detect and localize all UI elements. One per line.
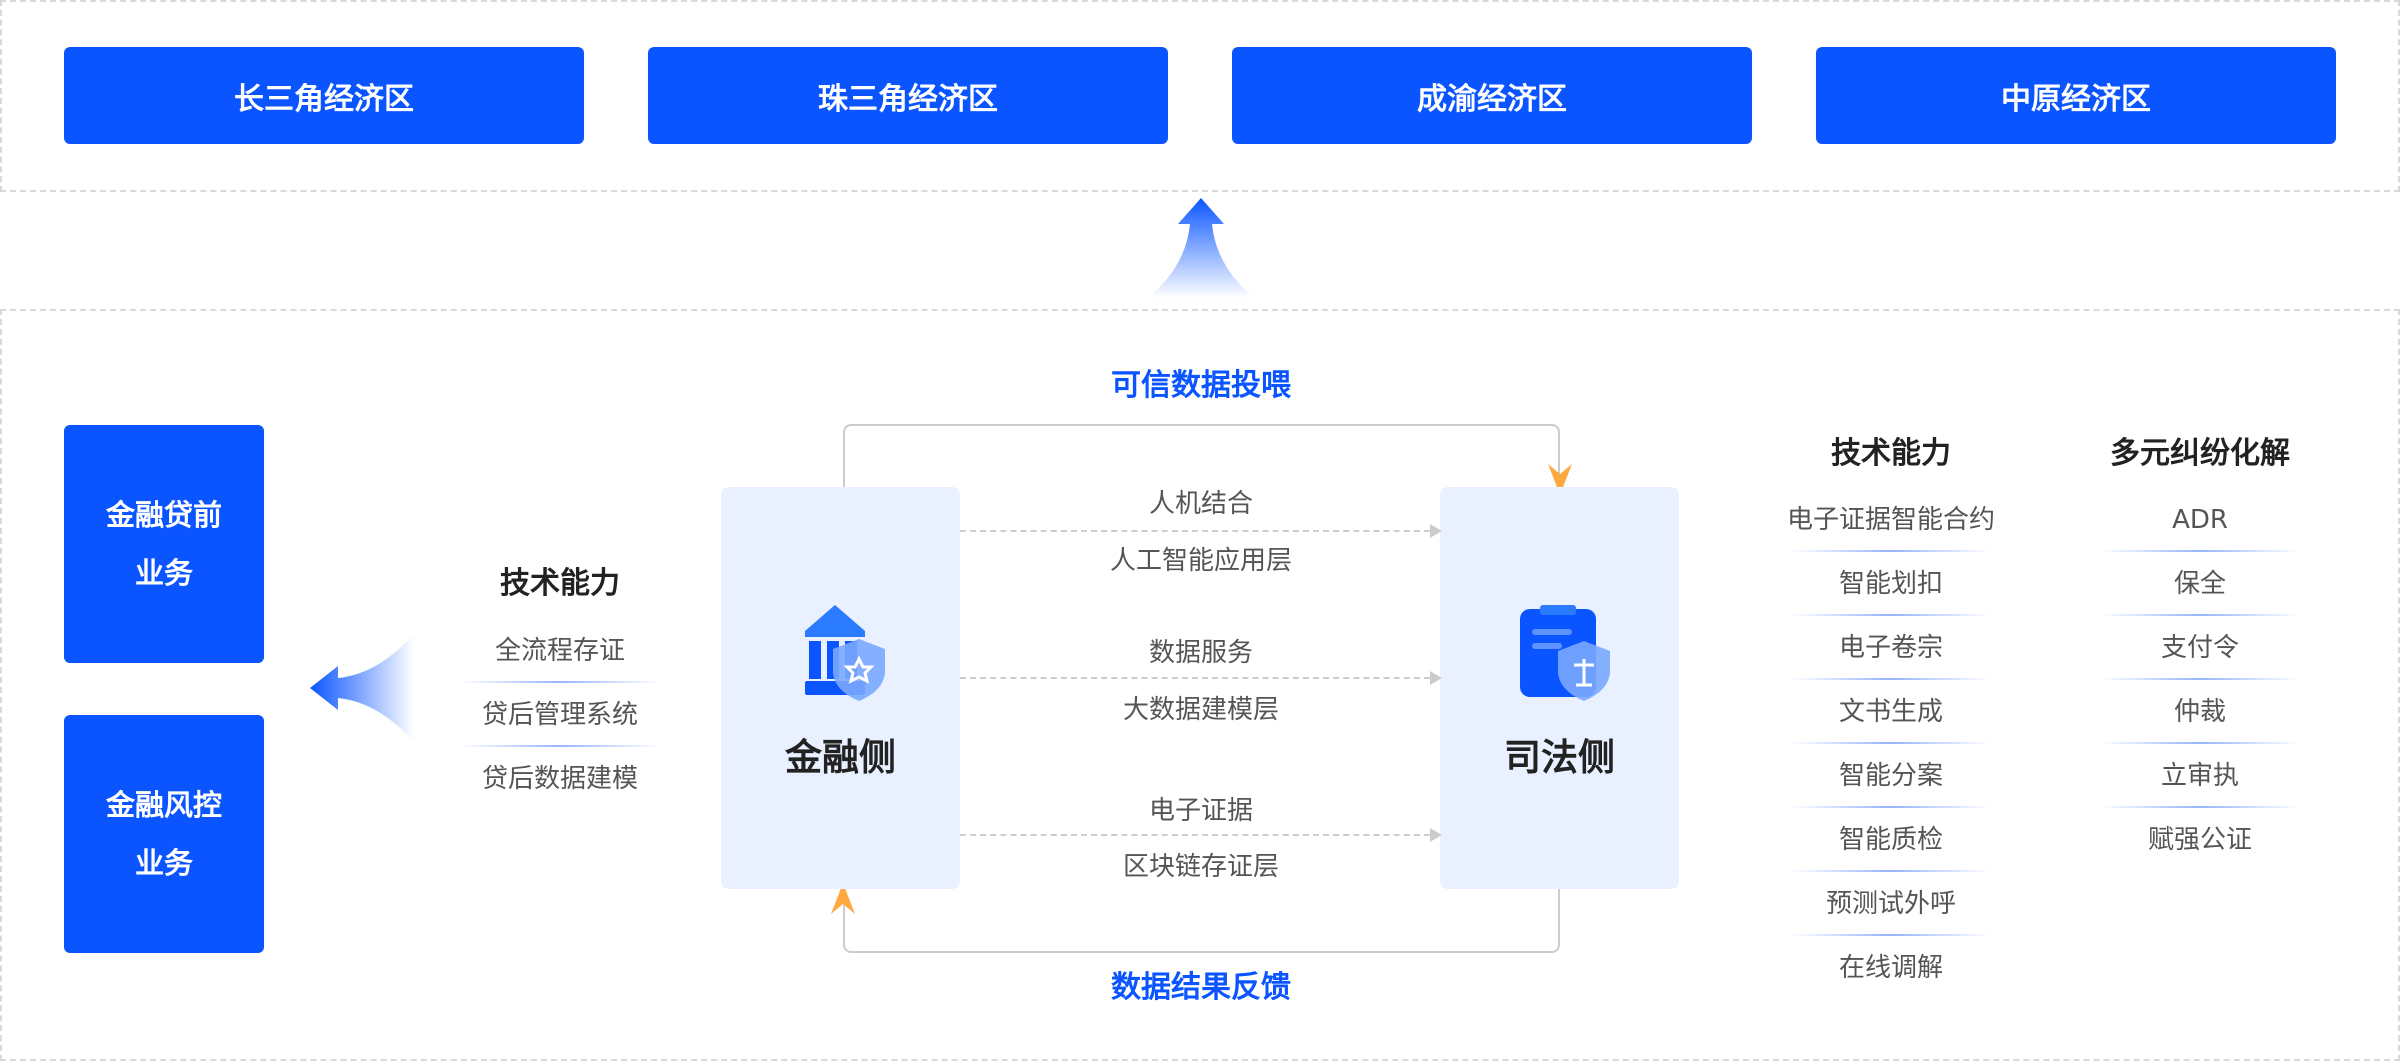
flow-arrow xyxy=(960,524,1442,538)
list-item: 支付令 xyxy=(2080,616,2320,680)
flow-label-below: 大数据建模层 xyxy=(1122,695,1280,725)
list-item: 文书生成 xyxy=(1771,680,2011,744)
right-capability-title: 技术能力 xyxy=(1831,436,1951,471)
platform-panel xyxy=(0,309,2400,1061)
region-central-plains[interactable]: 中原经济区 xyxy=(1816,47,2336,144)
region-yangtze-delta[interactable]: 长三角经济区 xyxy=(64,47,584,144)
list-item: 预测试外呼 xyxy=(1771,872,2011,936)
list-item: 智能划扣 xyxy=(1771,552,2011,616)
judicial-side-title: 司法侧 xyxy=(1504,736,1615,779)
flow-label-below: 区块链存证层 xyxy=(1122,852,1280,882)
list-item: 贷后管理系统 xyxy=(440,683,680,747)
list-item: ADR xyxy=(2080,488,2320,552)
right-capability-list: 电子证据智能合约 智能划扣 电子卷宗 文书生成 智能分案 智能质检 预测试外呼 … xyxy=(1771,488,2011,1000)
bank-shield-icon xyxy=(805,605,885,701)
list-item: 电子卷宗 xyxy=(1771,616,2011,680)
down-arrow-orange-icon xyxy=(1548,464,1572,495)
list-item: 全流程存证 xyxy=(440,619,680,683)
data-result-feedback-label: 数据结果反馈 xyxy=(1111,970,1291,1005)
flow-label-above: 电子证据 xyxy=(1148,796,1254,826)
top-feedback-loop xyxy=(843,424,1560,488)
flow-label-below: 人工智能应用层 xyxy=(1109,546,1293,576)
flow-arrow xyxy=(960,671,1442,685)
list-item: 保全 xyxy=(2080,552,2320,616)
finance-side-title: 金融侧 xyxy=(785,736,896,779)
left-capability-list: 全流程存证 贷后管理系统 贷后数据建模 xyxy=(440,619,680,811)
trusted-data-feed-label: 可信数据投喂 xyxy=(1111,368,1291,403)
dispute-resolution-list: ADR 保全 支付令 仲裁 立审执 赋强公证 xyxy=(2080,488,2320,872)
flow-arrow xyxy=(960,828,1442,842)
list-item: 智能分案 xyxy=(1771,744,2011,808)
left-arrow-icon xyxy=(310,634,414,742)
flow-label-above: 数据服务 xyxy=(1148,638,1254,668)
list-item: 在线调解 xyxy=(1838,953,1943,983)
up-arrow-orange-icon xyxy=(831,883,855,914)
bottom-feedback-loop xyxy=(843,889,1560,953)
dispute-resolution-title: 多元纠纷化解 xyxy=(2110,436,2290,471)
list-item: 仲裁 xyxy=(2080,680,2320,744)
list-item: 赋强公证 xyxy=(2147,825,2252,855)
list-item: 立审执 xyxy=(2080,744,2320,808)
clipboard-justice-icon xyxy=(1520,605,1610,701)
business-risk-control[interactable]: 金融风控业务 xyxy=(64,715,264,953)
business-pre-loan[interactable]: 金融贷前业务 xyxy=(64,425,264,663)
up-arrow-icon xyxy=(1148,198,1254,298)
judicial-side-card[interactable]: 司法侧 xyxy=(1440,487,1679,889)
list-item: 电子证据智能合约 xyxy=(1771,488,2011,552)
list-item: 贷后数据建模 xyxy=(481,764,638,794)
region-pearl-delta[interactable]: 珠三角经济区 xyxy=(648,47,1168,144)
flow-label-above: 人机结合 xyxy=(1148,489,1254,519)
region-chengyu[interactable]: 成渝经济区 xyxy=(1232,47,1752,144)
finance-side-card[interactable]: 金融侧 xyxy=(721,487,960,889)
list-item: 智能质检 xyxy=(1771,808,2011,872)
regions-panel xyxy=(0,0,2400,192)
left-capability-title: 技术能力 xyxy=(500,566,620,601)
